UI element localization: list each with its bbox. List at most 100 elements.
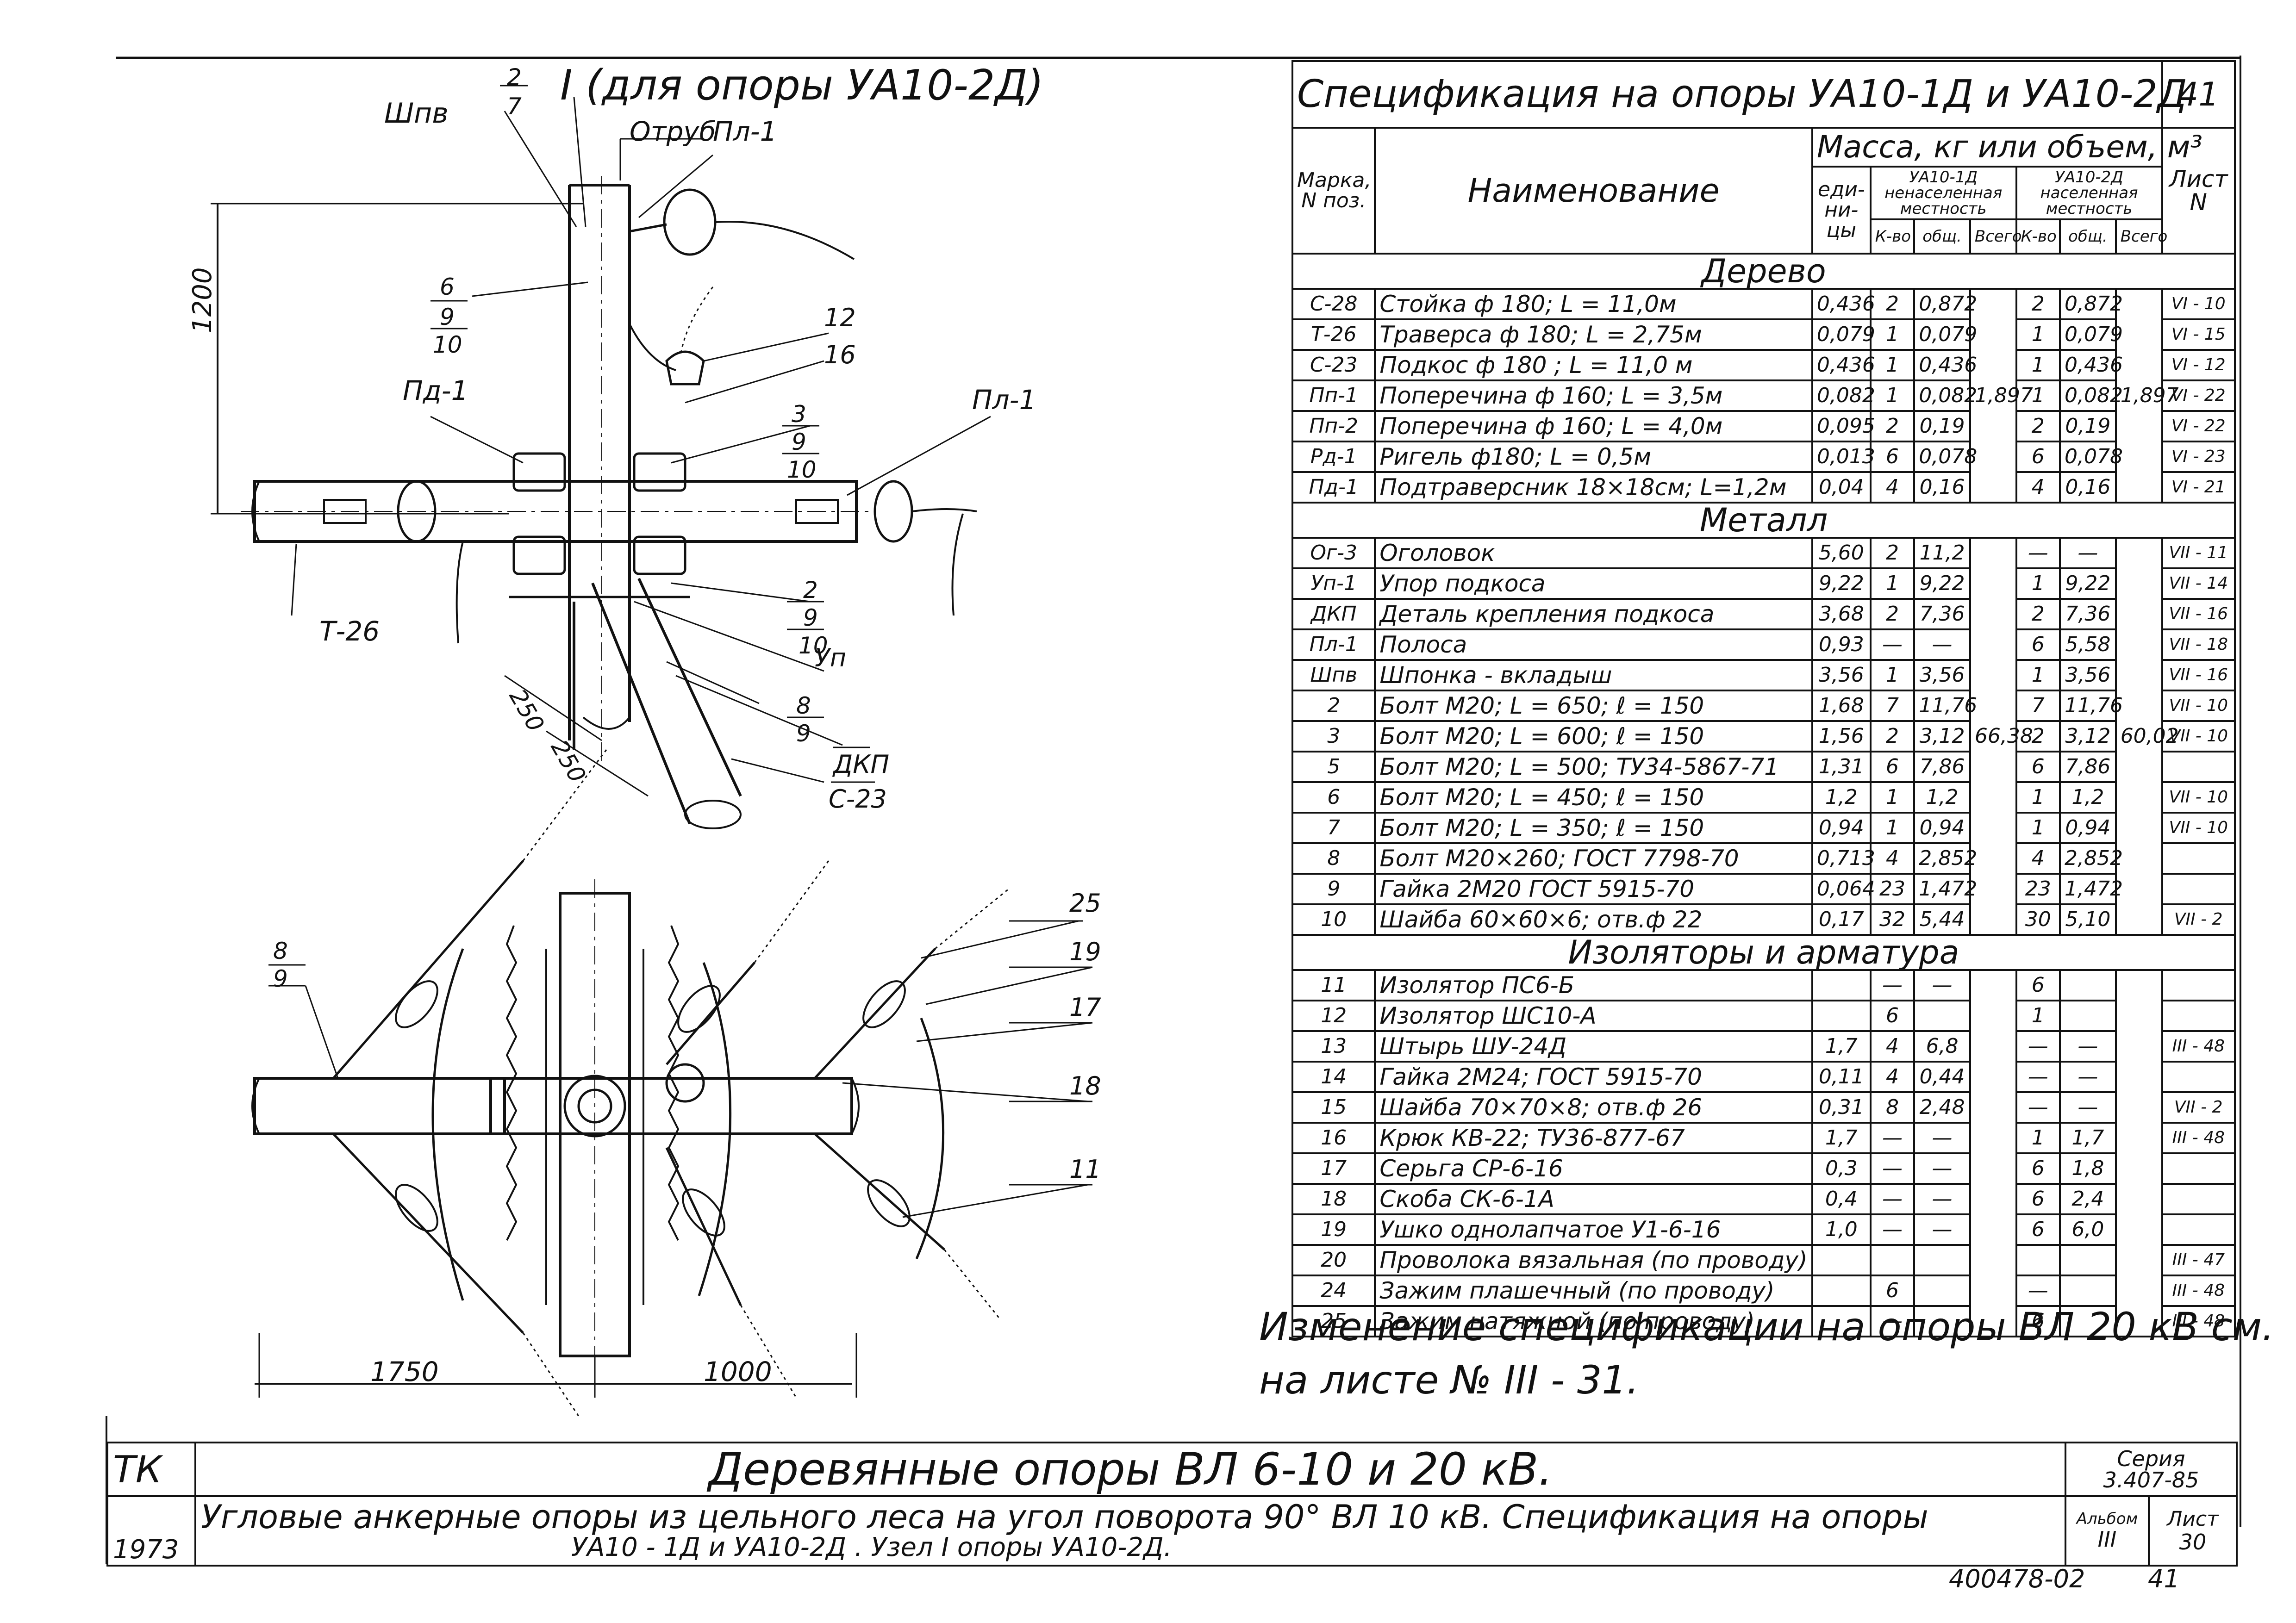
cell-total-2: 3,56: [2059, 659, 2117, 691]
cell-name: Поперечина ф 160; L = 4,0м: [1374, 410, 1813, 442]
cell-name: Подкос ф 180 ; L = 11,0 м: [1374, 349, 1813, 381]
cell-total-1: 3,12: [1913, 720, 1971, 752]
cell-mark: 17: [1291, 1152, 1376, 1185]
cell-total-1: —: [1913, 1122, 1971, 1154]
cell-qty-1: 2: [1869, 537, 1915, 569]
cell-qty-1: —: [1869, 1213, 1915, 1246]
cell-name: Полоса: [1374, 628, 1813, 661]
cell-mark: 20: [1291, 1244, 1376, 1276]
cell-mark: 8: [1291, 842, 1376, 875]
cell-qty-1: 1: [1869, 659, 1915, 691]
cell-total-2: 0,872: [2059, 288, 2123, 320]
year: 1973: [106, 1495, 196, 1567]
section-all-2-wood: 1,897: [2115, 288, 2179, 504]
col-variant-2: УА10-2Д населенная местность: [2015, 166, 2163, 220]
cell-qty-1: —: [1869, 1152, 1915, 1185]
cell-total-2: 5,10: [2059, 903, 2117, 936]
cell-sheet-ref: [2161, 873, 2236, 905]
cell-total-2: [2059, 1000, 2117, 1032]
cell-qty-2: —: [2015, 1275, 2061, 1307]
fraction-8-num: 8: [796, 692, 811, 719]
cell-qty-2: —: [2015, 1061, 2061, 1093]
cell-total-2: 1,7: [2059, 1122, 2117, 1154]
cell-sheet-ref: III - 47: [2161, 1244, 2236, 1276]
cell-qty-2: 2: [2015, 410, 2061, 442]
cell-total-2: 5,58: [2059, 628, 2117, 661]
cell-qty-2: 2: [2015, 598, 2061, 630]
cell-sheet-ref: [2161, 969, 2236, 1001]
cell-sheet-ref: VI - 22: [2161, 379, 2236, 412]
cell-total-1: —: [1913, 1152, 1971, 1185]
cell-qty-1: —: [1869, 1122, 1915, 1154]
cell-total-1: 2,48: [1913, 1091, 1971, 1124]
cell-name: Зажим натяжной (по проводу): [1374, 1305, 1813, 1337]
section-all-2-metal: 60,02: [2115, 537, 2179, 936]
cell-qty-1: 4: [1869, 842, 1915, 875]
fraction-2-num: 2: [803, 577, 818, 603]
cell-qty-1: —: [1869, 1183, 1915, 1215]
label-dkp: ДКП: [833, 750, 890, 779]
cell-name: Серьга СР-6-16: [1374, 1152, 1813, 1185]
cell-total-1: 1,472: [1913, 873, 1977, 905]
section-title-iso: Изоляторы и арматура: [1292, 934, 2236, 971]
cell-total-1: [1913, 1275, 1971, 1307]
cell-qty-2: 7: [2015, 690, 2061, 722]
title-block: ТК Деревянные опоры ВЛ 6-10 и 20 кВ. Сер…: [106, 1442, 2238, 1567]
cell-unit-mass: 0,713: [1811, 842, 1875, 875]
cell-total-1: 11,2: [1913, 537, 1971, 569]
cell-qty-2: 1: [2015, 349, 2061, 381]
cell-mark: 25: [1291, 1305, 1376, 1337]
cell-sheet-ref: VI - 10: [2161, 288, 2236, 320]
cell-sheet-ref: VII - 10: [2161, 781, 2236, 814]
cell-qty-1: 1: [1869, 379, 1915, 412]
cell-mark: 11: [1291, 969, 1376, 1001]
cell-unit-mass: 3,56: [1811, 659, 1872, 691]
cell-total-2: 1,8: [2059, 1152, 2117, 1185]
plan-label-11: 11: [1069, 1155, 1101, 1184]
cell-unit-mass: [1811, 1305, 1872, 1337]
col-unit: еди-ни-цы: [1811, 166, 1872, 255]
cell-qty-1: 32: [1869, 903, 1915, 936]
cell-qty-1: —: [1869, 1305, 1915, 1337]
fraction-2-den2: 10: [799, 632, 828, 659]
cell-unit-mass: 0,064: [1811, 873, 1875, 905]
cell-unit-mass: [1811, 1275, 1872, 1307]
cell-mark: Пп-1: [1291, 379, 1376, 412]
col-all-2: Всего: [2115, 218, 2167, 255]
cell-mark: 12: [1291, 1000, 1376, 1032]
cell-unit-mass: 1,0: [1811, 1213, 1872, 1246]
cell-total-1: 0,16: [1913, 471, 1971, 504]
cell-name: Болт М20; L = 650; ℓ = 150: [1374, 690, 1813, 722]
fraction-3-num: 3: [792, 401, 806, 428]
cell-sheet-ref: VI - 22: [2161, 410, 2236, 442]
cell-mark: 24: [1291, 1275, 1376, 1307]
cell-total-2: 7,86: [2059, 751, 2117, 783]
cell-qty-1: 23: [1869, 873, 1915, 905]
cell-qty-1: 7: [1869, 690, 1915, 722]
cell-qty-2: 1: [2015, 379, 2061, 412]
cell-total-2: [2059, 969, 2117, 1001]
label-pd1: Пд-1: [403, 375, 468, 406]
specification-table: Спецификация на опоры УА10-1Д и УА10-2Д …: [1291, 60, 2236, 1337]
cell-unit-mass: 0,3: [1811, 1152, 1872, 1185]
cell-mark: 9: [1291, 873, 1376, 905]
cell-total-1: 0,44: [1913, 1061, 1971, 1093]
cell-sheet-ref: VI - 12: [2161, 349, 2236, 381]
fraction-6-den1: 9: [440, 304, 455, 330]
detail-title: I (для опоры УА10-2Д): [560, 61, 1044, 110]
cell-unit-mass: 1,7: [1811, 1030, 1872, 1063]
